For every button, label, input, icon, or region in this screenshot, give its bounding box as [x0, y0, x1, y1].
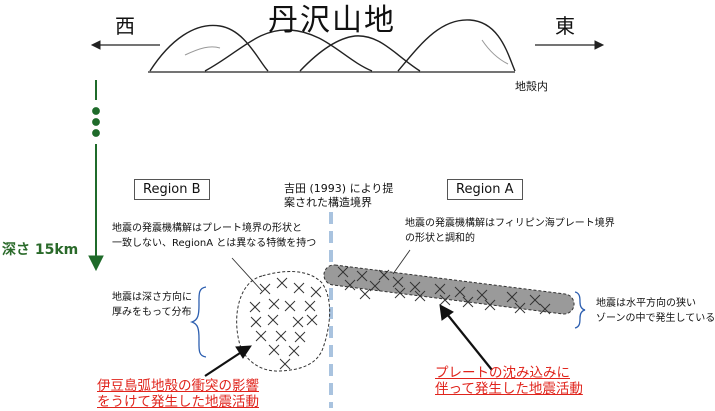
west-arrow-icon: [90, 40, 160, 50]
earthquake-x-mark: [304, 300, 316, 312]
earthquake-x-mark: [255, 330, 267, 342]
earthquake-x-mark: [539, 303, 551, 315]
earthquake-x-mark: [292, 316, 304, 328]
region-a-earthquake-marks: [337, 266, 551, 315]
earthquake-x-mark: [476, 289, 488, 301]
earthquake-x-mark: [506, 291, 518, 303]
earthquake-x-mark: [356, 270, 368, 282]
east-arrow-icon: [535, 40, 605, 50]
earthquake-x-mark: [434, 283, 446, 295]
note-a-pointer: [392, 249, 411, 275]
red-right-caption-line: プレートの沈み込みに: [435, 365, 570, 381]
region-b-earthquake-marks: [249, 277, 322, 370]
earthquake-x-mark: [439, 294, 451, 306]
earthquake-x-mark: [294, 331, 306, 343]
earthquake-x-mark: [454, 286, 466, 298]
west-label: 西: [115, 14, 135, 38]
earthquake-x-mark: [249, 301, 261, 313]
earthquake-x-mark: [276, 277, 288, 289]
earthquake-x-mark: [414, 290, 426, 302]
left-brace: [189, 286, 207, 358]
earthquake-x-mark: [529, 294, 541, 306]
red-left-caption-line: 伊豆島弧地殻の衝突の影響: [97, 378, 259, 394]
earthquake-x-mark: [288, 345, 300, 357]
region-b-label: Region B: [134, 179, 210, 200]
earthquake-x-mark: [462, 296, 474, 308]
page-title: 丹沢山地: [268, 3, 396, 38]
earthquake-x-mark: [293, 282, 305, 294]
red-right-pointer-arrow: [439, 304, 493, 371]
right-brace: [574, 291, 586, 329]
region-b-note: 地震の発震機構解はプレート境界の形状と 一致しない、RegionA とは異なる特…: [112, 222, 316, 251]
earthquake-x-mark: [484, 299, 496, 311]
red-right-caption-line: 伴って発生した地震活動: [435, 380, 583, 397]
note-b-pointer: [231, 257, 263, 292]
depth-arrow-icon: [88, 80, 104, 272]
red-right-caption: プレートの沈み込みに 伴って発生した地震活動: [435, 365, 583, 397]
earthquake-x-mark: [378, 269, 390, 281]
earthquake-x-mark: [337, 266, 349, 278]
earthquake-x-mark: [344, 279, 356, 291]
right-side-note-line: ゾーンの中で発生している: [596, 313, 715, 324]
red-left-caption-line: をうけて発生した地震活動: [97, 393, 259, 410]
earthquake-x-mark: [394, 287, 406, 299]
earthquake-x-mark: [514, 302, 526, 314]
region-b-note-line: 地震の発震機構解はプレート境界の形状と: [112, 223, 302, 234]
earthquake-x-mark: [392, 276, 404, 288]
earthquake-x-mark: [306, 314, 318, 326]
region-b-note-line: 一致しない、RegionA とは異なる特徴を持つ: [112, 237, 317, 249]
earthquake-x-mark: [369, 280, 381, 292]
region-a-note: 地震の発震機構解はフィリピン海プレート境界 の形状と調和的: [405, 217, 615, 246]
region-a-slab: [323, 264, 575, 315]
red-left-caption: 伊豆島弧地殻の衝突の影響 をうけて発生した地震活動: [97, 378, 259, 410]
east-label: 東: [555, 14, 575, 38]
left-side-note: 地震は深さ方向に 厚みをもって分布: [112, 290, 192, 320]
earthquake-x-mark: [259, 283, 271, 295]
region-a-note-line: 地震の発震機構解はフィリピン海プレート境界: [405, 218, 615, 229]
red-left-pointer-arrow: [204, 345, 252, 377]
depth-label: 深さ 15km: [2, 242, 79, 258]
earthquake-x-mark: [268, 344, 280, 356]
earthquake-x-mark: [267, 314, 279, 326]
earthquake-x-mark: [268, 298, 280, 310]
earthquake-x-mark: [275, 330, 287, 342]
region-a-label: Region A: [447, 179, 523, 200]
right-side-note-line: 地震は水平方向の狭い: [596, 298, 696, 309]
earthquake-x-mark: [279, 358, 291, 370]
left-side-note-line: 厚みをもって分布: [112, 307, 192, 318]
earthquake-x-mark: [284, 300, 296, 312]
boundary-label: 吉田 (1993) により提案された構造境界: [284, 182, 394, 209]
mountain-range-icon: [148, 19, 516, 73]
crust-label: 地殻内: [515, 80, 548, 93]
region-a-note-line: の形状と調和的: [405, 232, 475, 244]
earthquake-x-mark: [359, 288, 371, 300]
earthquake-x-mark: [409, 281, 421, 293]
earthquake-x-mark: [250, 316, 262, 328]
right-side-note: 地震は水平方向の狭い ゾーンの中で発生している: [596, 296, 715, 326]
earthquake-x-mark: [310, 286, 322, 298]
left-side-note-line: 地震は深さ方向に: [112, 292, 192, 303]
region-b-cluster: [236, 271, 331, 372]
